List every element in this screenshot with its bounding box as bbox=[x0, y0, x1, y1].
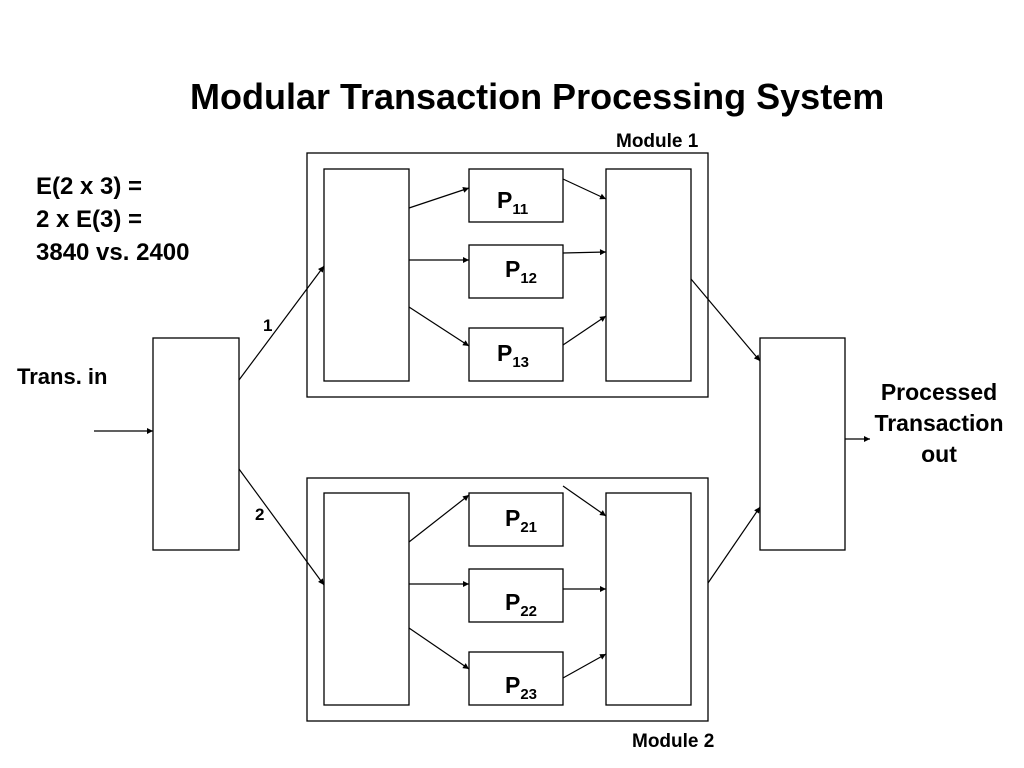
processor-p21-label: P21 bbox=[505, 505, 537, 536]
equation-line-1: E(2 x 3) = bbox=[36, 173, 143, 200]
output-collector-box bbox=[759, 337, 846, 551]
m2-to-collector-arrow bbox=[707, 506, 761, 584]
diagram-title: Modular Transaction Processing System bbox=[190, 76, 885, 117]
m2-p21-to-merge-arrow bbox=[562, 485, 607, 517]
branch-2-label: 2 bbox=[255, 505, 265, 524]
output-label-line-1: Processed bbox=[880, 379, 998, 405]
m1-to-collector-arrow bbox=[690, 278, 761, 362]
processor-p11-label: P11 bbox=[497, 187, 528, 218]
output-label: Processed Transaction out bbox=[864, 377, 1014, 470]
processor-p12-sub: 12 bbox=[520, 270, 538, 287]
module-2-splitter-box bbox=[323, 492, 410, 706]
input-dispatcher-box bbox=[152, 337, 240, 551]
output-label-line-3: out bbox=[921, 441, 957, 467]
processor-p11-base: P bbox=[497, 187, 513, 213]
processor-p21-base: P bbox=[505, 505, 521, 531]
processor-p21-box bbox=[468, 492, 564, 547]
processor-p21-sub: 21 bbox=[520, 519, 538, 536]
equation-line-2: 2 x E(3) = bbox=[36, 206, 143, 233]
processor-p11-box bbox=[468, 168, 564, 223]
m2-split-to-p21-arrow bbox=[408, 494, 470, 543]
module-1-label: Module 1 bbox=[616, 131, 699, 152]
m1-p11-to-merge-arrow bbox=[562, 178, 607, 200]
module-1-frame bbox=[306, 152, 709, 398]
m2-p23-to-merge-arrow bbox=[562, 653, 607, 679]
module-2-merger-box bbox=[605, 492, 692, 706]
equation-line-3: 3840 vs. 2400 bbox=[36, 239, 190, 266]
module-1-splitter-box bbox=[323, 168, 410, 382]
processor-p23-sub: 23 bbox=[520, 686, 538, 703]
branch-1-label: 1 bbox=[263, 316, 273, 335]
processor-p22-box bbox=[468, 568, 564, 623]
output-label-line-2: Transaction bbox=[874, 410, 1004, 436]
processor-p13-box bbox=[468, 327, 564, 382]
branch-2-arrow bbox=[238, 468, 325, 586]
branch-1-arrow bbox=[238, 265, 325, 381]
m1-split-to-p11-arrow bbox=[408, 187, 470, 209]
processor-p23-box bbox=[468, 651, 564, 706]
processor-p23-base: P bbox=[505, 672, 521, 698]
module-2-frame bbox=[306, 477, 709, 722]
processor-p13-label: P13 bbox=[497, 340, 529, 371]
processor-p12-label: P12 bbox=[505, 256, 537, 287]
m1-split-to-p13-arrow bbox=[408, 306, 470, 347]
processor-p12-base: P bbox=[505, 256, 521, 282]
module-2-label: Module 2 bbox=[632, 731, 715, 752]
processor-p22-sub: 22 bbox=[520, 603, 538, 620]
processor-p13-sub: 13 bbox=[512, 354, 530, 371]
processor-p12-box bbox=[468, 244, 564, 299]
module-1-merger-box bbox=[605, 168, 692, 382]
processor-p13-base: P bbox=[497, 340, 513, 366]
processor-p22-base: P bbox=[505, 589, 521, 615]
processor-p11-sub: 11 bbox=[512, 201, 529, 218]
equation-block: E(2 x 3) = 2 x E(3) = 3840 vs. 2400 bbox=[36, 170, 189, 269]
processor-p22-label: P22 bbox=[505, 589, 537, 620]
m1-p13-to-merge-arrow bbox=[562, 315, 607, 346]
input-label: Trans. in bbox=[17, 364, 108, 389]
m1-p12-to-merge-arrow bbox=[562, 249, 607, 256]
m2-split-to-p23-arrow bbox=[408, 627, 470, 670]
processor-p23-label: P23 bbox=[505, 672, 537, 703]
